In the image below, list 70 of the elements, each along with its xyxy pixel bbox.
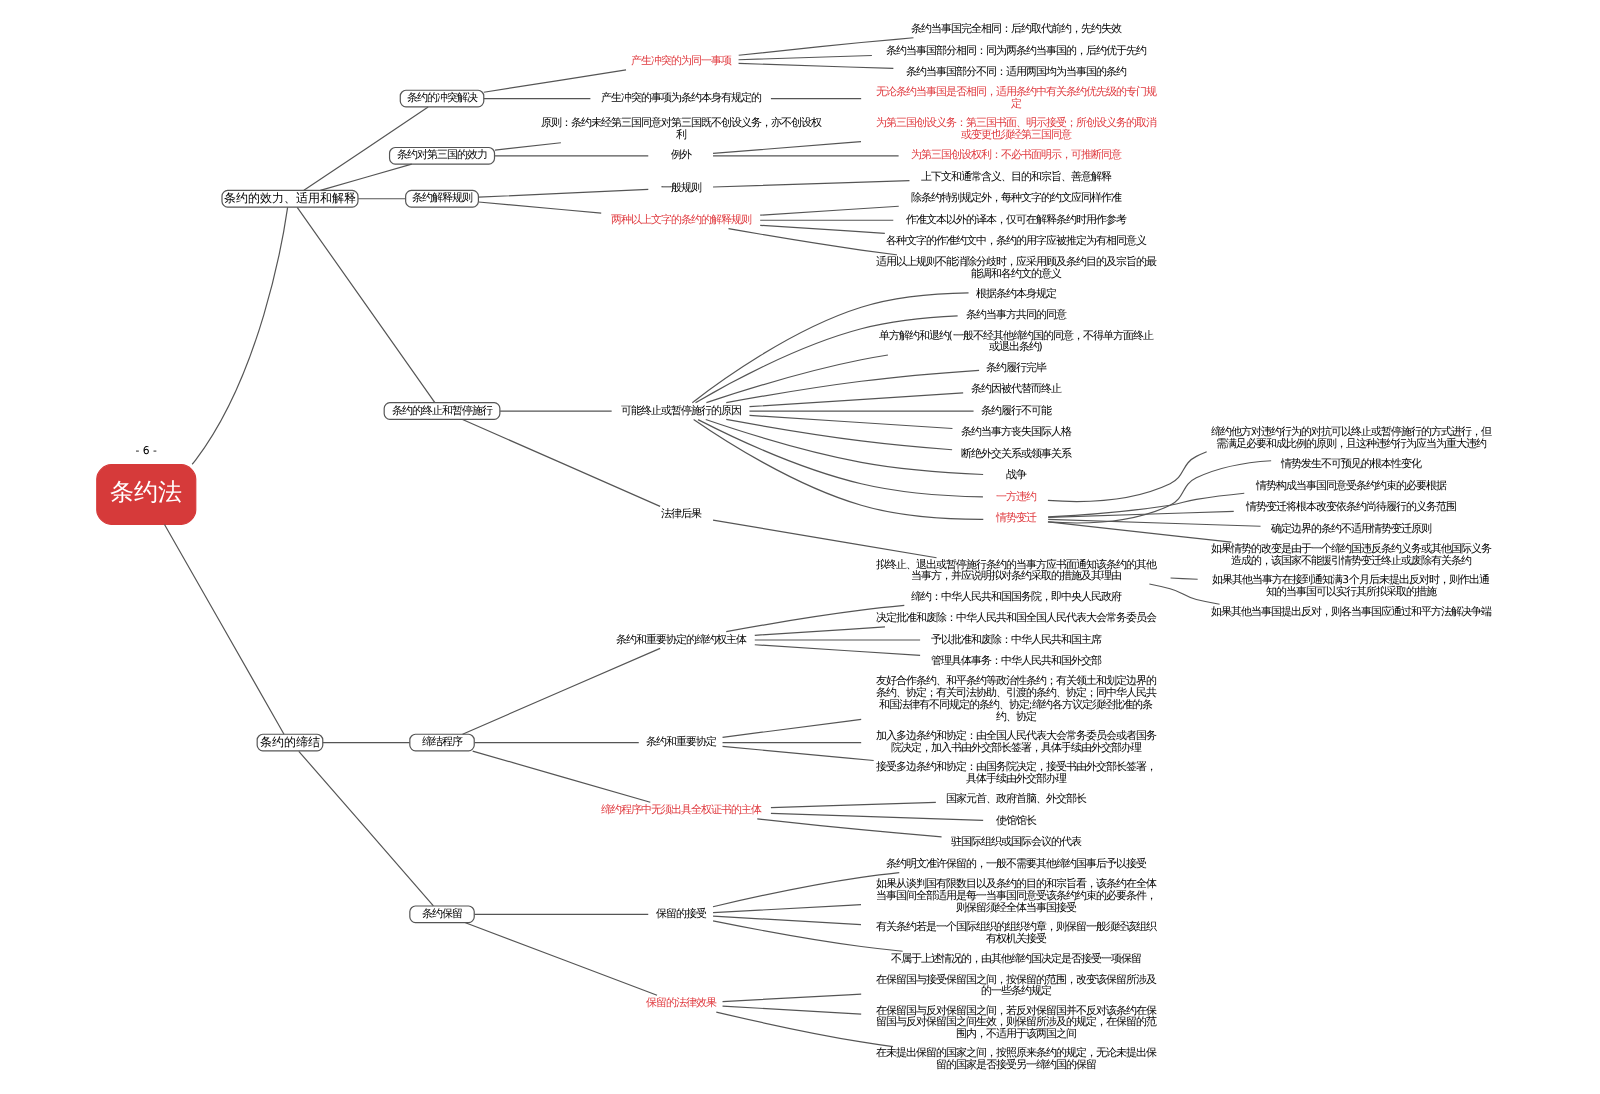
connector: [736, 62, 893, 70]
connector: [696, 419, 983, 498]
connector: [737, 37, 914, 56]
connector: [302, 106, 428, 191]
connector: [493, 155, 648, 157]
connector: [720, 745, 874, 762]
connector: [758, 219, 893, 221]
connector: [711, 920, 903, 952]
connector: [1046, 521, 1232, 543]
connector: [711, 519, 937, 559]
connector: [318, 163, 412, 191]
connector: [693, 315, 958, 404]
connector: [162, 523, 284, 735]
connector: [1168, 577, 1198, 580]
connector: [493, 142, 561, 151]
connector: [1046, 460, 1271, 524]
connector: [498, 410, 612, 412]
connector: [724, 369, 979, 404]
connector: [711, 904, 861, 914]
connector: [1046, 518, 1261, 527]
connector: [460, 418, 660, 507]
connector: [711, 872, 899, 908]
connector: [460, 647, 660, 735]
connector: [736, 54, 872, 61]
connector: [690, 292, 969, 404]
connector: [472, 913, 648, 915]
connector: [720, 718, 861, 738]
connector: [471, 750, 650, 803]
connector: [463, 922, 657, 996]
connector: [704, 354, 888, 404]
connector: [724, 418, 952, 451]
connector: [321, 742, 410, 744]
connector: [726, 228, 897, 256]
connector: [720, 1005, 861, 1015]
connector: [482, 98, 590, 100]
connector: [1147, 583, 1220, 605]
connector: [753, 626, 885, 636]
connector: [356, 198, 406, 200]
connector: [720, 993, 861, 1003]
connector: [769, 801, 936, 809]
connector: [711, 155, 899, 157]
connector: [482, 69, 626, 93]
connector: [476, 188, 648, 198]
connector: [758, 224, 885, 234]
connector: [711, 180, 910, 188]
connector: [295, 206, 435, 404]
connector: [711, 141, 861, 154]
connector: [472, 742, 639, 744]
connector: [711, 915, 861, 926]
connector: [692, 418, 983, 520]
connector: [190, 206, 288, 465]
connector: [769, 812, 983, 821]
connector: [753, 639, 920, 641]
connector: [769, 98, 861, 100]
connector: [476, 201, 601, 214]
connector: [1046, 510, 1234, 518]
connector: [704, 418, 983, 476]
connector: [747, 414, 953, 430]
connector: [720, 742, 861, 744]
connector: [297, 750, 433, 907]
connector: [724, 604, 904, 633]
connector: [755, 818, 942, 838]
connector: [758, 205, 899, 216]
connector: [747, 392, 963, 408]
connector: [1046, 492, 1244, 518]
connector: [753, 644, 920, 656]
connector: [1046, 451, 1207, 503]
connector: [714, 1011, 893, 1048]
connector: [747, 410, 974, 412]
node-box: 条约法: [95, 464, 196, 525]
